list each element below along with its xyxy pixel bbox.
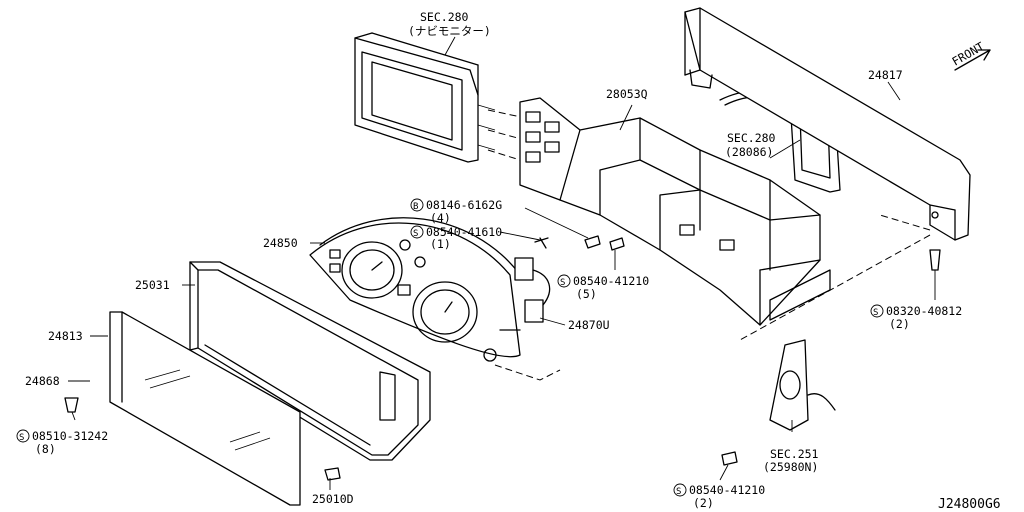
prefix-b: B: [413, 202, 418, 212]
label-08540-41610-line2: (1): [430, 237, 451, 251]
label-08540-41210-2-line1: 08540-41210: [689, 483, 765, 497]
label-08540-41210-2-line2: (2): [693, 496, 714, 510]
prefix-s-41210-5: S: [560, 278, 565, 288]
switch-unit-sec251: [769, 339, 836, 431]
part-labels: SEC.280 (ナビモニター) 28053Q SEC.280 (28086) …: [16, 10, 1001, 512]
label-sec280-nav-line2: (ナビモニター): [408, 24, 491, 38]
label-24813: 24813: [48, 329, 83, 343]
connector-24870U: [514, 257, 551, 323]
prefix-s-41610: S: [413, 229, 418, 239]
bracket-28053Q: [519, 97, 831, 326]
screw-set: [64, 235, 941, 481]
label-25010d: 25010D: [312, 492, 354, 506]
leader-lines: [68, 36, 936, 490]
screw-symbol-s-icon: [557, 274, 571, 288]
label-08540-41210-5-line1: 08540-41210: [573, 274, 649, 288]
screw-symbol-s-icon: [410, 225, 424, 239]
label-08146-line1: 08146-6162G: [426, 198, 502, 212]
label-28053q: 28053Q: [606, 87, 648, 101]
label-08540-41210-5-line2: (5): [576, 287, 597, 301]
label-24850: 24850: [263, 236, 298, 250]
prefix-s-41210-2: S: [676, 487, 681, 497]
screw-symbol-s-icon: [870, 304, 884, 318]
label-25031: 25031: [135, 278, 170, 292]
label-sec280-28086-line1: SEC.280: [727, 131, 776, 145]
label-08146-line2: (4): [430, 211, 451, 225]
label-sec251-line2: (25980N): [763, 460, 818, 474]
instrument-cluster-24850: [309, 217, 521, 362]
screw-symbol-s-icon: [16, 429, 30, 443]
label-24868: 24868: [25, 374, 60, 388]
label-08540-41610-line1: 08540-41610: [426, 225, 502, 239]
label-front: FRONT: [950, 39, 987, 68]
label-08510-line1: 08510-31242: [32, 429, 108, 443]
label-24817: 24817: [868, 68, 903, 82]
label-sec280-28086-line2: (28086): [725, 145, 773, 159]
screw-symbol-s-icon: [673, 483, 687, 497]
prefix-s-08320: S: [873, 308, 878, 318]
label-sec280-nav-line1: SEC.280: [420, 10, 469, 24]
panel-24817: [684, 7, 971, 241]
front-direction-arrow: [954, 49, 991, 71]
prefix-s-08510: S: [19, 433, 24, 443]
label-08320-line2: (2): [889, 317, 910, 331]
navigation-monitor: [354, 32, 496, 163]
label-08510-line2: (8): [35, 442, 56, 456]
drawing-number: J24800G6: [938, 497, 1001, 512]
label-08320-line1: 08320-40812: [886, 304, 962, 318]
label-sec251-line1: SEC.251: [770, 447, 819, 461]
label-24870u: 24870U: [568, 318, 610, 332]
bolt-symbol-b-icon: [410, 198, 424, 212]
cluster-lens-24813: [109, 311, 301, 506]
